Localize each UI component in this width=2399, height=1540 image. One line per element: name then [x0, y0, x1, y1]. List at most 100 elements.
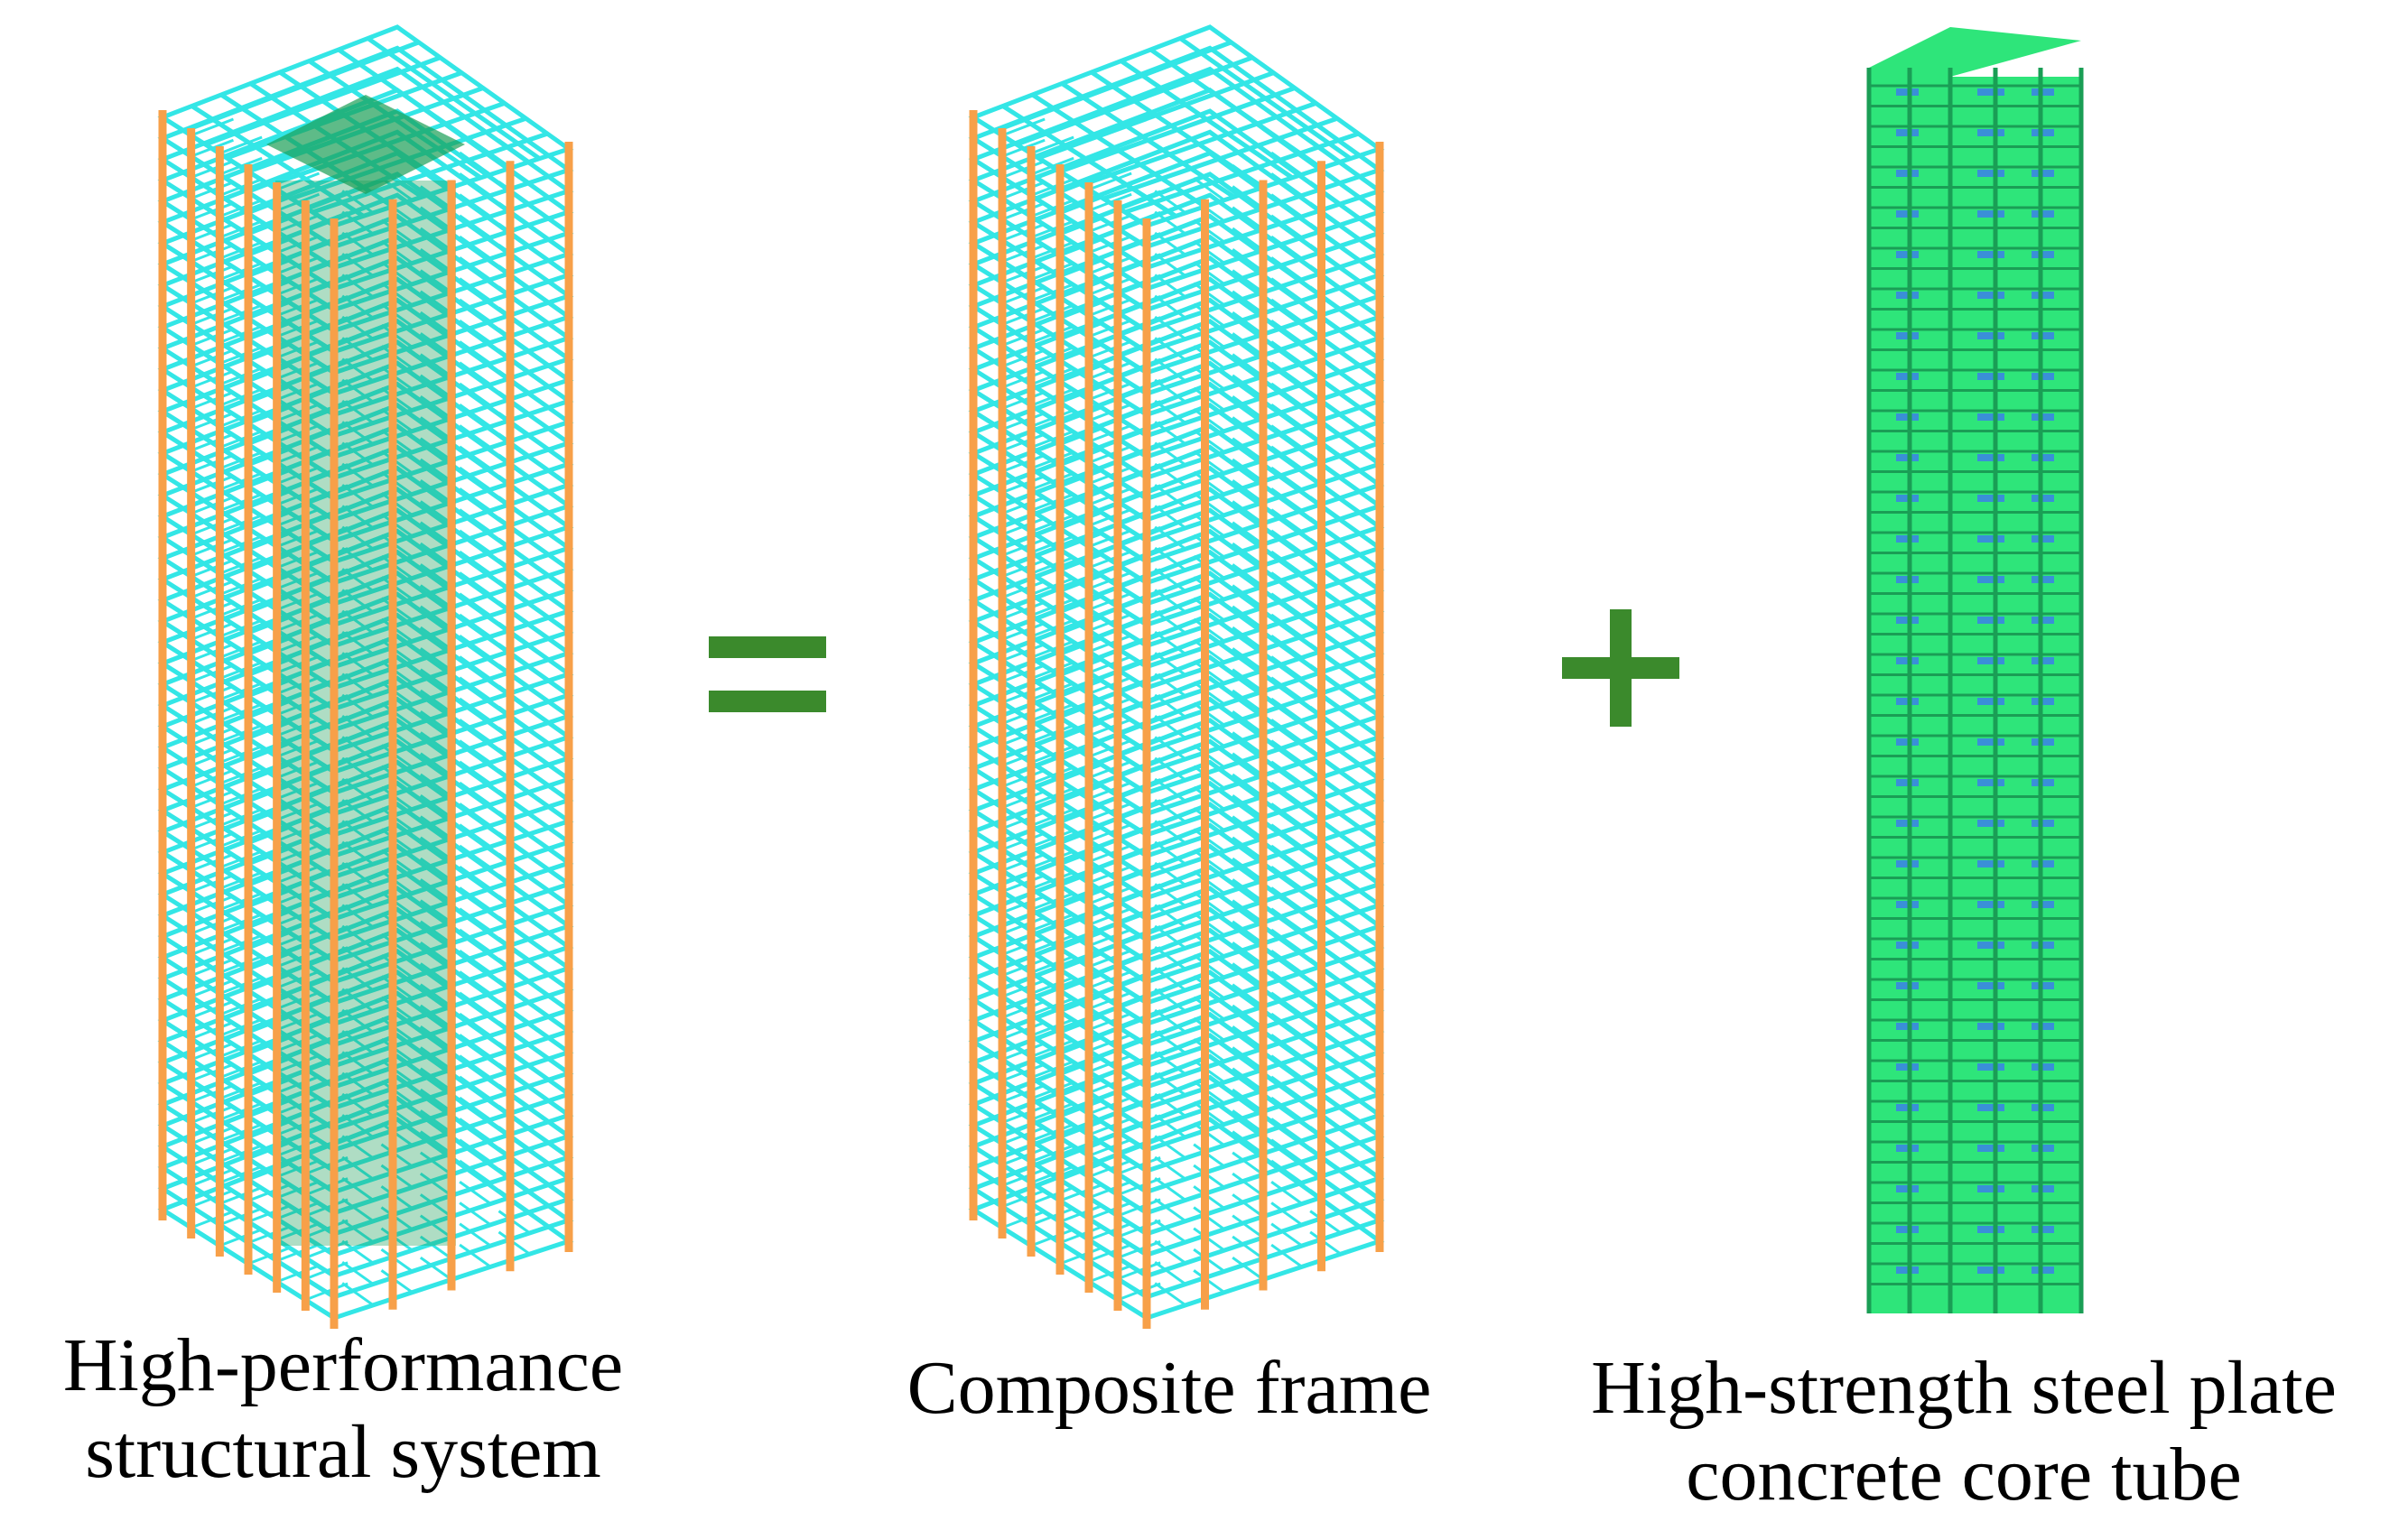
- secondary-beam: [1193, 807, 1225, 831]
- secondary-beam: [1001, 958, 1046, 978]
- secondary-beam: [276, 613, 321, 633]
- caption-composite-frame: Composite frame: [831, 1345, 1508, 1432]
- secondary-beam: [380, 701, 414, 727]
- core-opening: [1977, 942, 2004, 949]
- secondary-beam: [419, 500, 452, 525]
- secondary-beam: [419, 332, 452, 357]
- secondary-beam: [1001, 264, 1046, 284]
- secondary-beam: [1059, 1099, 1103, 1118]
- secondary-beam: [1309, 1210, 1342, 1235]
- secondary-beam: [219, 366, 263, 386]
- secondary-beam: [1030, 1017, 1074, 1037]
- secondary-beam: [1232, 836, 1264, 861]
- secondary-beam: [1030, 303, 1074, 323]
- secondary-beam: [1193, 975, 1225, 1000]
- secondary-beam: [1232, 1214, 1264, 1239]
- secondary-beam: [1088, 781, 1132, 801]
- secondary-beam: [191, 181, 235, 200]
- secondary-beam: [1001, 1189, 1046, 1209]
- secondary-beam: [276, 1201, 321, 1220]
- secondary-beam: [1232, 416, 1264, 441]
- core-opening: [1977, 332, 2004, 339]
- secondary-beam: [1059, 552, 1103, 572]
- secondary-beam: [191, 307, 235, 326]
- secondary-beam: [276, 1222, 321, 1241]
- secondary-beam: [459, 382, 492, 407]
- secondary-beam: [380, 1122, 414, 1147]
- secondary-beam: [276, 319, 321, 339]
- secondary-beam: [1193, 1269, 1225, 1294]
- secondary-beam: [1001, 432, 1046, 452]
- secondary-beam: [1232, 206, 1264, 231]
- secondary-beam: [276, 1264, 321, 1284]
- secondary-beam: [191, 600, 235, 620]
- secondary-beam: [459, 319, 492, 344]
- secondary-beam: [1059, 931, 1103, 951]
- secondary-beam: [1030, 640, 1074, 659]
- roof-beam: [1102, 116, 1338, 201]
- secondary-beam: [247, 552, 292, 572]
- secondary-beam: [219, 933, 263, 953]
- secondary-beam: [1059, 196, 1103, 215]
- secondary-beam: [1088, 298, 1132, 318]
- core-opening: [1977, 576, 2004, 583]
- secondary-beam: [380, 639, 414, 663]
- secondary-beam: [247, 258, 292, 278]
- secondary-beam: [247, 804, 292, 824]
- secondary-beam: [191, 768, 235, 788]
- secondary-beam: [304, 1155, 349, 1175]
- secondary-beam: [1193, 1016, 1225, 1042]
- secondary-beam: [459, 487, 492, 512]
- secondary-beam: [1232, 290, 1264, 315]
- secondary-beam: [1193, 660, 1225, 685]
- secondary-beam: [1059, 364, 1103, 384]
- secondary-beam: [276, 676, 321, 695]
- secondary-beam: [276, 403, 321, 422]
- secondary-beam: [219, 262, 263, 282]
- secondary-beam: [459, 886, 492, 911]
- secondary-beam: [1001, 663, 1046, 683]
- secondary-beam: [1193, 996, 1225, 1021]
- secondary-beam: [459, 1181, 492, 1205]
- caption-high-performance-system: High-performance structural system: [27, 1322, 659, 1496]
- core-opening: [1977, 170, 2004, 177]
- secondary-beam: [191, 453, 235, 473]
- secondary-beam: [1232, 1046, 1264, 1072]
- secondary-beam: [247, 1225, 292, 1245]
- secondary-beam: [1001, 600, 1046, 620]
- secondary-beam: [1030, 1144, 1074, 1164]
- secondary-beam: [380, 513, 414, 538]
- secondary-beam: [1059, 1225, 1103, 1245]
- secondary-beam: [1117, 1282, 1161, 1302]
- secondary-beam: [191, 580, 235, 599]
- secondary-beam: [1232, 731, 1264, 756]
- secondary-beam: [459, 1096, 492, 1121]
- secondary-beam: [276, 844, 321, 864]
- secondary-beam: [1001, 222, 1046, 242]
- roof-beam: [337, 47, 512, 171]
- caption-core-tube: High-strength steel plate concrete core …: [1535, 1345, 2393, 1518]
- secondary-beam: [1088, 718, 1132, 738]
- core-opening: [1977, 1063, 2004, 1071]
- secondary-beam: [380, 1185, 414, 1210]
- core-opening: [1977, 535, 2004, 543]
- secondary-beam: [1193, 1038, 1225, 1062]
- secondary-beam: [1088, 1180, 1132, 1200]
- secondary-beam: [1193, 1185, 1225, 1210]
- secondary-beam: [191, 285, 235, 305]
- secondary-beam: [1270, 1222, 1303, 1248]
- core-opening: [1977, 88, 2004, 96]
- secondary-beam: [497, 1210, 531, 1235]
- secondary-beam: [219, 450, 263, 470]
- secondary-beam: [459, 424, 492, 450]
- secondary-beam: [1232, 773, 1264, 798]
- secondary-beam: [459, 214, 492, 239]
- secondary-beam: [459, 1054, 492, 1080]
- secondary-beam: [459, 970, 492, 996]
- secondary-beam: [191, 412, 235, 431]
- secondary-beam: [247, 784, 292, 803]
- secondary-beam: [1059, 489, 1103, 509]
- secondary-beam: [276, 634, 321, 654]
- secondary-beam: [459, 907, 492, 932]
- secondary-beam: [1001, 453, 1046, 473]
